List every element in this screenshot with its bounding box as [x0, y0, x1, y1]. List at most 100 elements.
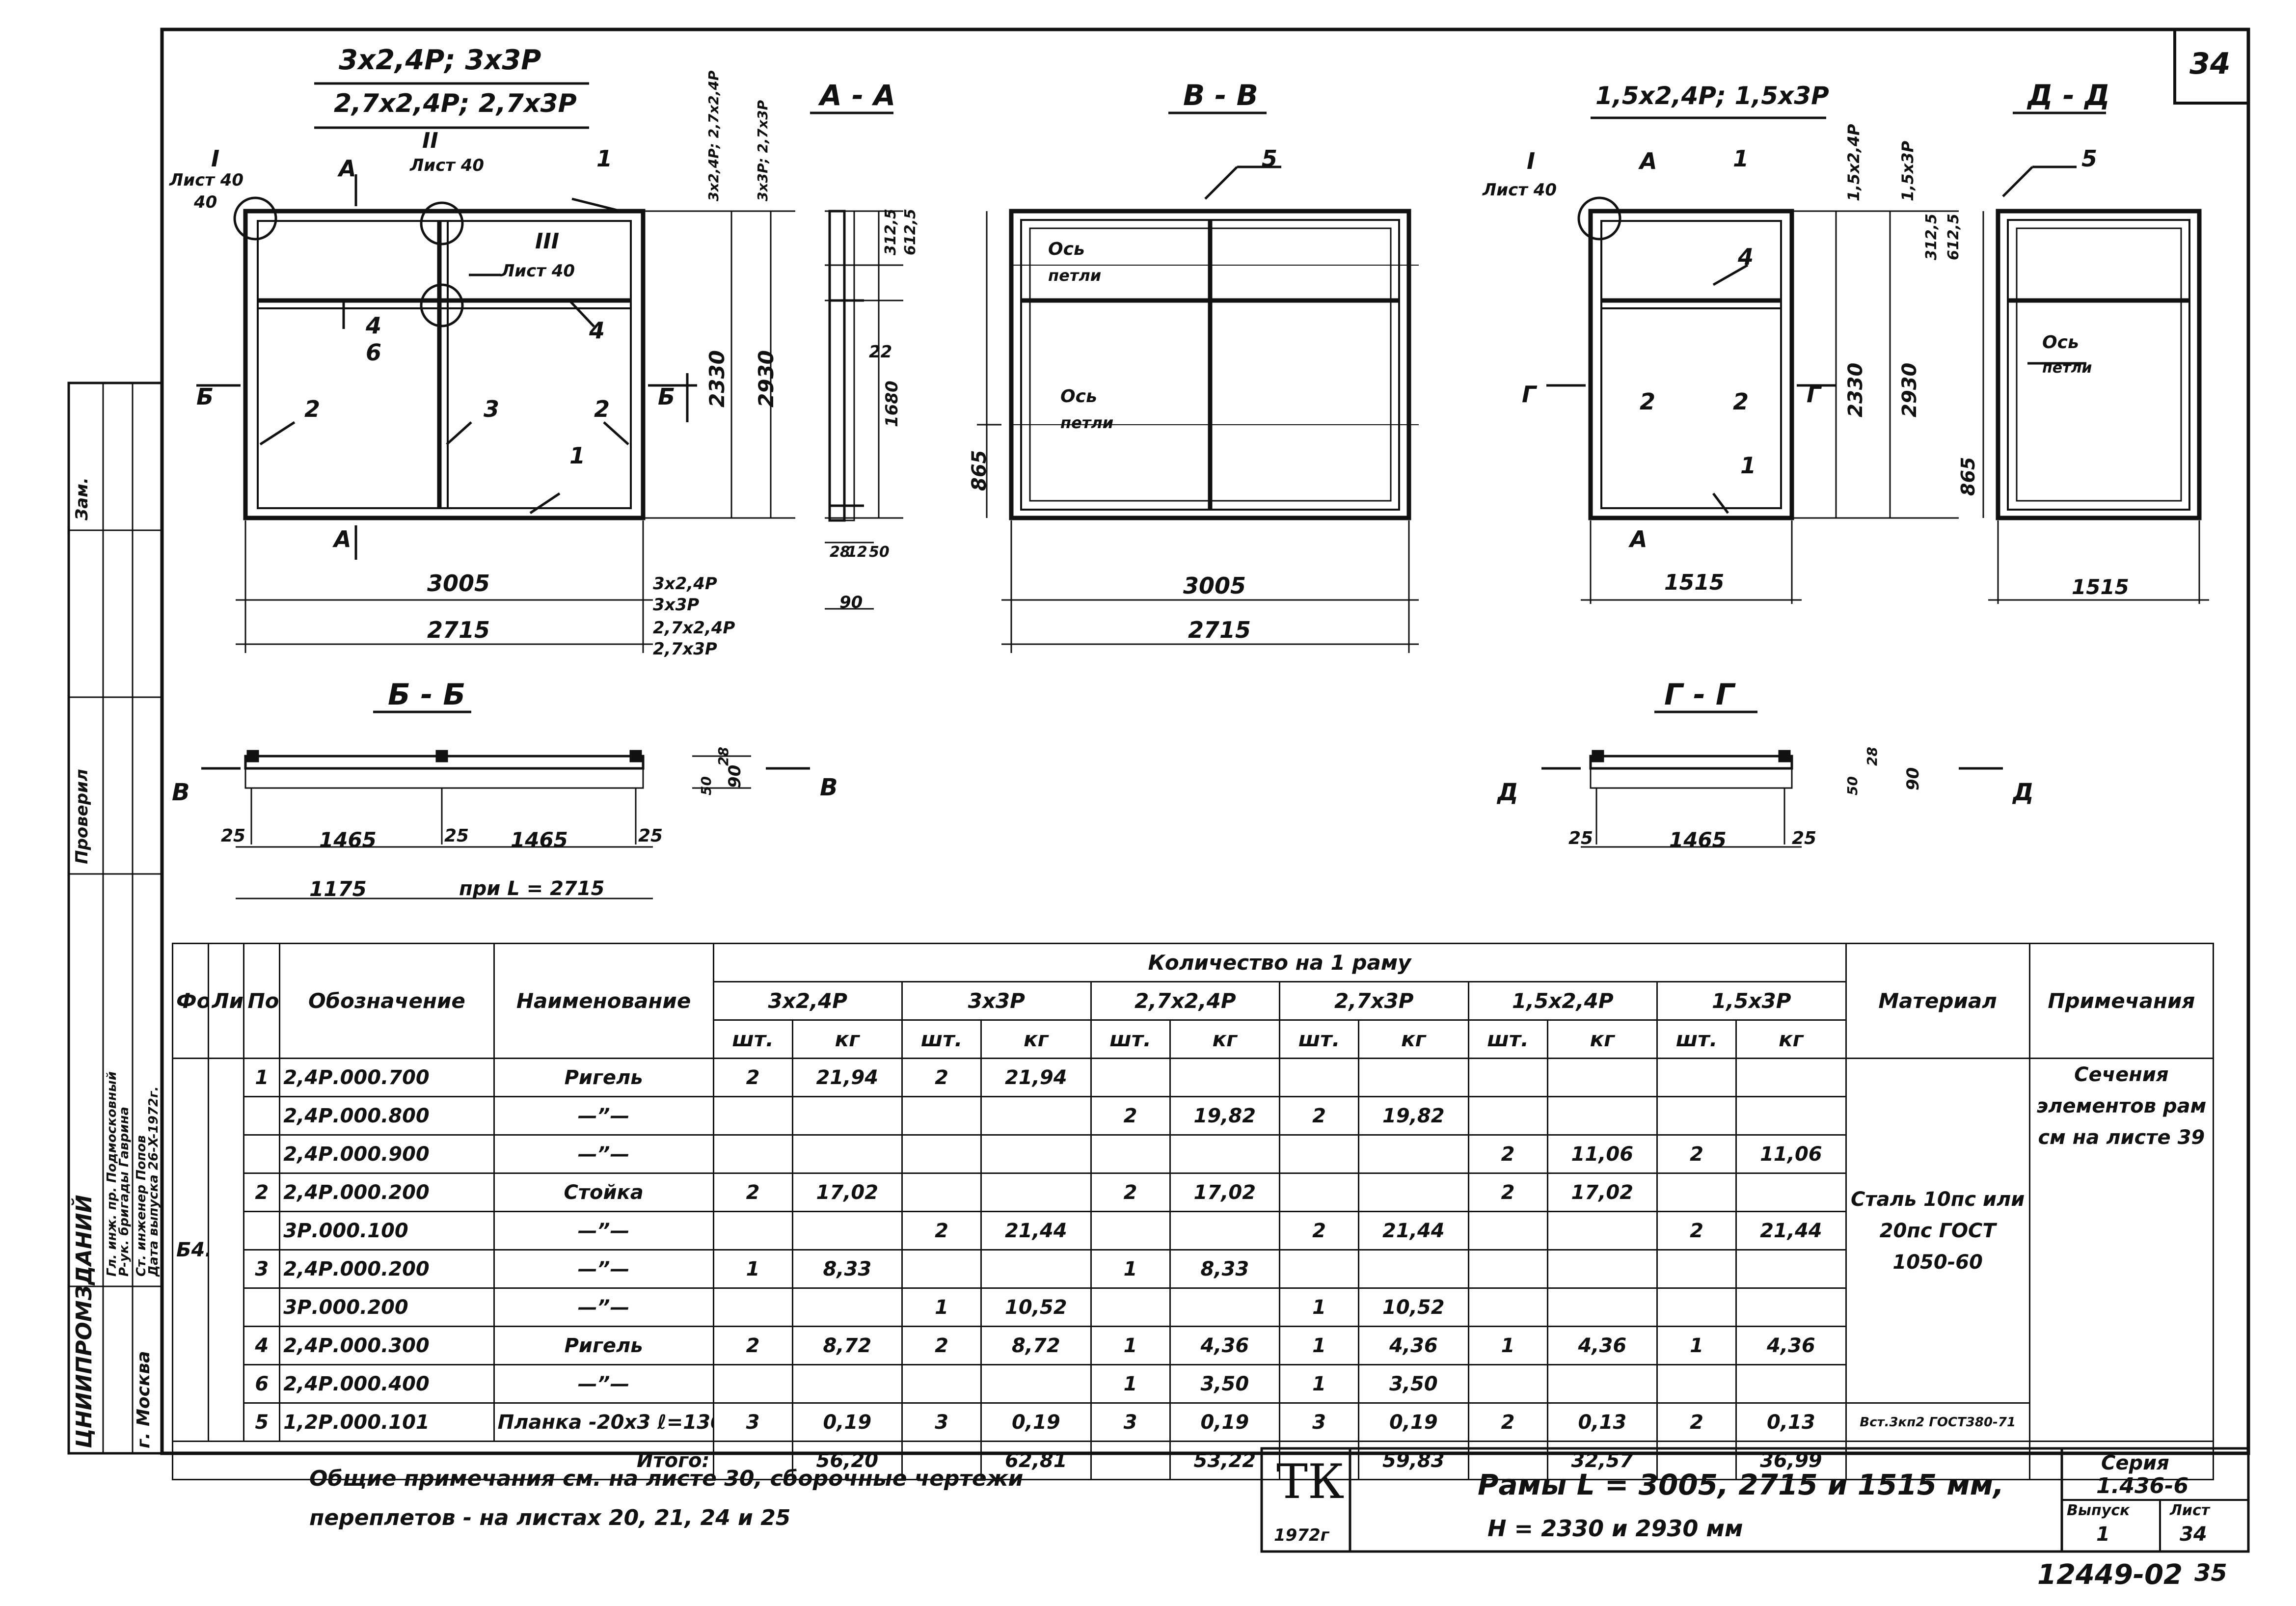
- right-pos-1-top: 1: [1733, 145, 1749, 172]
- total-15x24: 32,57: [1546, 1441, 1658, 1480]
- position-cell: 2: [243, 1172, 281, 1212]
- series-label: Серия: [2101, 1452, 2169, 1474]
- dd-pos-5: 5: [2081, 145, 2098, 172]
- pos-3: 3: [484, 396, 500, 422]
- pos-1-bottom: 1: [569, 442, 586, 469]
- dim-left-2715: 2715: [427, 617, 490, 643]
- gg-dim-28: 28: [1864, 747, 1880, 766]
- mass-cell: 4,36: [1169, 1326, 1281, 1365]
- dim-bb-2715: 2715: [1188, 617, 1251, 643]
- count-cell: [1656, 1172, 1737, 1212]
- dim-right-1515: 1515: [1664, 570, 1725, 595]
- format-cell: Б4.: [172, 1058, 209, 1442]
- th-group-5: 1,5x2,4Р: [1467, 981, 1658, 1021]
- name-cell: —”—: [493, 1364, 714, 1404]
- pos-1-top: 1: [596, 145, 613, 172]
- dim-aa-22: 22: [869, 342, 892, 362]
- count-cell: [1090, 1058, 1171, 1097]
- callout-sheet-ref: Лист 40: [169, 170, 244, 190]
- name-cell: —”—: [493, 1211, 714, 1251]
- count-cell: [1279, 1172, 1360, 1212]
- th-position: Позиция: [243, 943, 281, 1059]
- total-label: Итого:: [172, 1441, 714, 1480]
- th-material: Материал: [1845, 943, 2030, 1059]
- count-cell: [1090, 1134, 1171, 1174]
- gg-dim-90: 90: [1903, 767, 1923, 790]
- tk-year: 1972г: [1274, 1525, 1329, 1545]
- th-kg: кг: [1358, 1019, 1469, 1059]
- th-name: Наименование: [493, 943, 714, 1059]
- mass-cell: [1735, 1096, 1847, 1136]
- pos-6: 6: [366, 339, 382, 366]
- section-bb: [977, 165, 1419, 653]
- drawing-title-1: Рамы L = 3005, 2715 и 1515 мм,: [1478, 1468, 2004, 1501]
- mass-cell: [1169, 1287, 1281, 1327]
- count-cell: 1: [901, 1287, 982, 1327]
- count-cell: [1656, 1096, 1737, 1136]
- th-group-4: 2,7x3Р: [1279, 981, 1469, 1021]
- designation-cell: 2,4Р.000.700: [279, 1058, 495, 1097]
- stamp-deputy: Зам.: [72, 477, 92, 520]
- count-cell: [1467, 1249, 1548, 1289]
- count-cell: [1467, 1211, 1548, 1251]
- designation-cell: 2,4Р.000.400: [279, 1364, 495, 1404]
- callout-node-1: I: [211, 145, 220, 172]
- dim-aa-612: 612,5: [902, 209, 919, 255]
- dim-left-2330: 2330: [705, 350, 729, 408]
- archive-suffix: 35: [2194, 1559, 2227, 1587]
- right-pos-2-right: 2: [1733, 388, 1749, 415]
- total-3x3: 62,81: [980, 1441, 1092, 1480]
- total-cell: [2028, 1441, 2215, 1480]
- total-cell: [1467, 1441, 1548, 1480]
- th-designation: Обозначение: [279, 943, 495, 1059]
- th-kg: кг: [1546, 1019, 1658, 1059]
- dim-bb-3005: 3005: [1183, 572, 1246, 599]
- b6-dim-1175: 1175: [309, 877, 367, 901]
- cut-a-top: А: [339, 155, 356, 182]
- pos-2-right: 2: [594, 396, 610, 422]
- mass-cell: [1358, 1058, 1469, 1097]
- position-cell: 3: [243, 1249, 281, 1289]
- section-gg-plan: [1541, 750, 2003, 848]
- drawing-title-2: H = 2330 и 2930 мм: [1487, 1515, 1743, 1542]
- count-cell: [712, 1364, 793, 1404]
- vtag-right-1: 1,5x2,4Р: [1844, 124, 1863, 201]
- dim-aa-12: 12: [847, 544, 867, 561]
- count-cell: [1090, 1287, 1171, 1327]
- gg-cut-d-left: Д: [1497, 779, 1518, 806]
- count-cell: 2: [901, 1058, 982, 1097]
- stamp-org: ЦНИИПРОМЗДАНИЙ: [72, 1195, 97, 1448]
- section-b6-plan: [201, 750, 810, 899]
- count-cell: 2: [712, 1326, 793, 1365]
- section-gg-title: Г - Г: [1664, 678, 1735, 712]
- designation-cell: 3Р.000.100: [279, 1211, 495, 1251]
- mass-cell: [1169, 1211, 1281, 1251]
- mass-cell: 0,13: [1546, 1402, 1658, 1442]
- mass-cell: [980, 1172, 1092, 1212]
- gg-dim-25-a: 25: [1568, 828, 1594, 848]
- stamp-row-2: Р-ук. бригады Гаврина: [117, 1107, 132, 1277]
- dim-aa-28: 28: [830, 544, 850, 561]
- designation-cell: 2,4Р.000.900: [279, 1134, 495, 1174]
- total-27x24: 53,22: [1169, 1441, 1281, 1480]
- count-cell: [712, 1134, 793, 1174]
- callout-node-2: II: [422, 128, 438, 153]
- position-cell: [243, 1134, 281, 1174]
- count-cell: 2: [1656, 1134, 1737, 1174]
- count-cell: [901, 1134, 982, 1174]
- mass-cell: 3,50: [1358, 1364, 1469, 1404]
- total-27x3: 59,83: [1358, 1441, 1469, 1480]
- mass-cell: [791, 1211, 903, 1251]
- th-pcs: шт.: [1656, 1019, 1737, 1059]
- tk-mark: ТК: [1276, 1454, 1345, 1509]
- mass-cell: [980, 1249, 1092, 1289]
- count-cell: 1: [1279, 1364, 1360, 1404]
- position-cell: 4: [243, 1326, 281, 1365]
- mass-cell: 0,13: [1735, 1402, 1847, 1442]
- count-cell: 2: [1467, 1172, 1548, 1212]
- b6-dim-1465-b: 1465: [511, 828, 568, 852]
- count-cell: 2: [901, 1211, 982, 1251]
- name-cell: —”—: [493, 1134, 714, 1174]
